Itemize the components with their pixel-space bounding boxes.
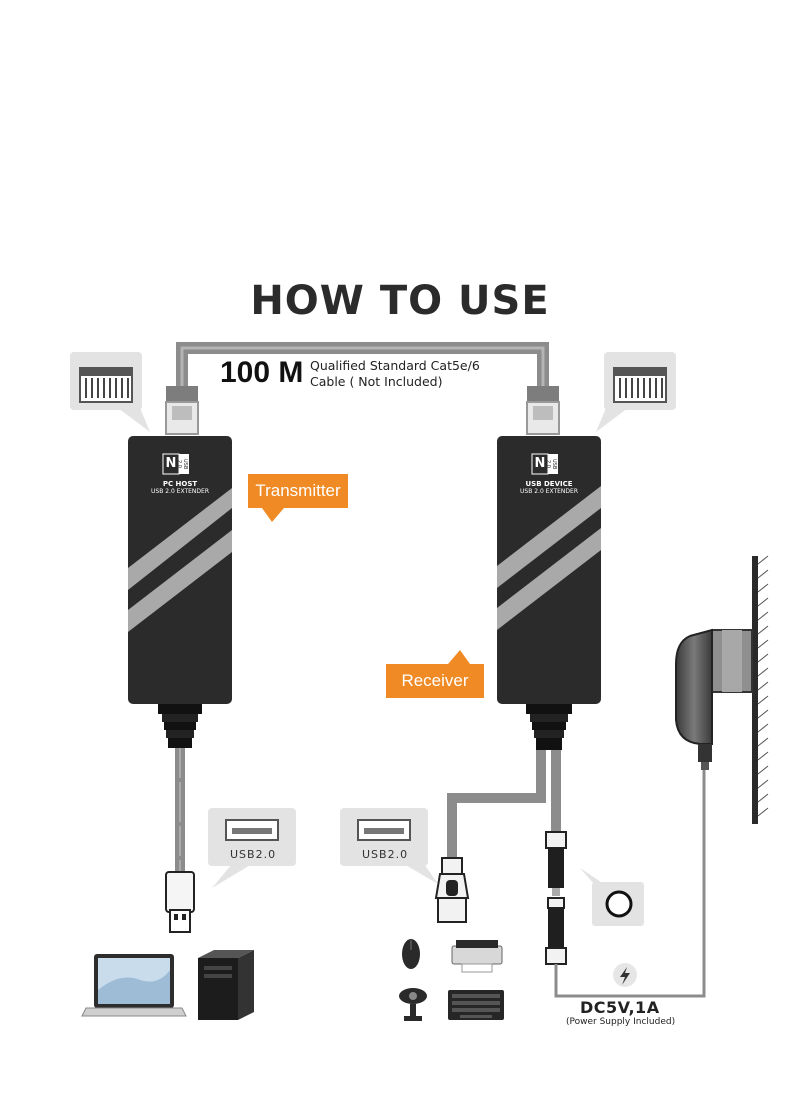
transmitter-device — [128, 436, 232, 704]
network-cable — [176, 342, 549, 388]
rj45-port-right-callout — [596, 352, 676, 432]
wall — [752, 555, 769, 824]
dc-jack-callout — [580, 868, 644, 926]
cable-note-line1: Qualified Standard Cat5e/6 — [310, 358, 480, 373]
receiver-callout: Receiver — [386, 650, 484, 698]
keyboard-icon — [448, 990, 504, 1020]
page-title: HOW TO USE — [250, 278, 550, 324]
receiver-logo-sub: USB 2.0 — [545, 458, 557, 470]
power-spec-label: DC5V,1A — [580, 998, 660, 1017]
transmitter-logo-letter: N — [165, 456, 177, 471]
rj45-port-left-callout — [70, 352, 150, 432]
receiver-split-cable — [434, 704, 706, 998]
receiver-label-line2: USB 2.0 EXTENDER — [520, 488, 578, 495]
lightning-icon — [613, 963, 637, 987]
receiver-device — [497, 436, 601, 704]
desktop-tower-icon — [198, 950, 254, 1020]
rj45-plug-left — [165, 386, 199, 435]
transmitter-callout: Transmitter — [248, 474, 348, 522]
cable-length: 100 M — [220, 356, 304, 389]
transmitter-label: PC HOST USB 2.0 EXTENDER — [128, 480, 232, 495]
printer-icon — [451, 940, 503, 973]
mouse-icon — [402, 939, 420, 969]
laptop-icon — [81, 954, 187, 1017]
transmitter-logo-sub: USB 2.0 — [176, 458, 188, 470]
rj45-plug-right — [526, 386, 560, 435]
cable-note: Qualified Standard Cat5e/6 Cable ( Not I… — [310, 358, 480, 390]
usb-port-left-label: USB2.0 — [230, 848, 277, 861]
transmitter-usb-cable — [158, 704, 202, 933]
usb-port-left-callout — [208, 808, 296, 888]
receiver-label-line1: USB DEVICE — [525, 480, 573, 488]
power-supply-note: (Power Supply Included) — [566, 1017, 676, 1027]
usb-port-right-callout — [340, 808, 438, 884]
receiver-logo-letter: N — [534, 456, 546, 471]
transmitter-label-line1: PC HOST — [162, 480, 198, 488]
rj45-port-icon — [619, 378, 663, 398]
webcam-icon — [399, 988, 427, 1021]
cable-note-line2: Cable ( Not Included) — [310, 374, 443, 389]
transmitter-label-line2: USB 2.0 EXTENDER — [151, 488, 209, 495]
rj45-port-icon — [85, 378, 129, 398]
usb-port-right-label: USB2.0 — [362, 848, 409, 861]
power-adapter-icon — [675, 628, 753, 770]
receiver-label: USB DEVICE USB 2.0 EXTENDER — [497, 480, 601, 495]
